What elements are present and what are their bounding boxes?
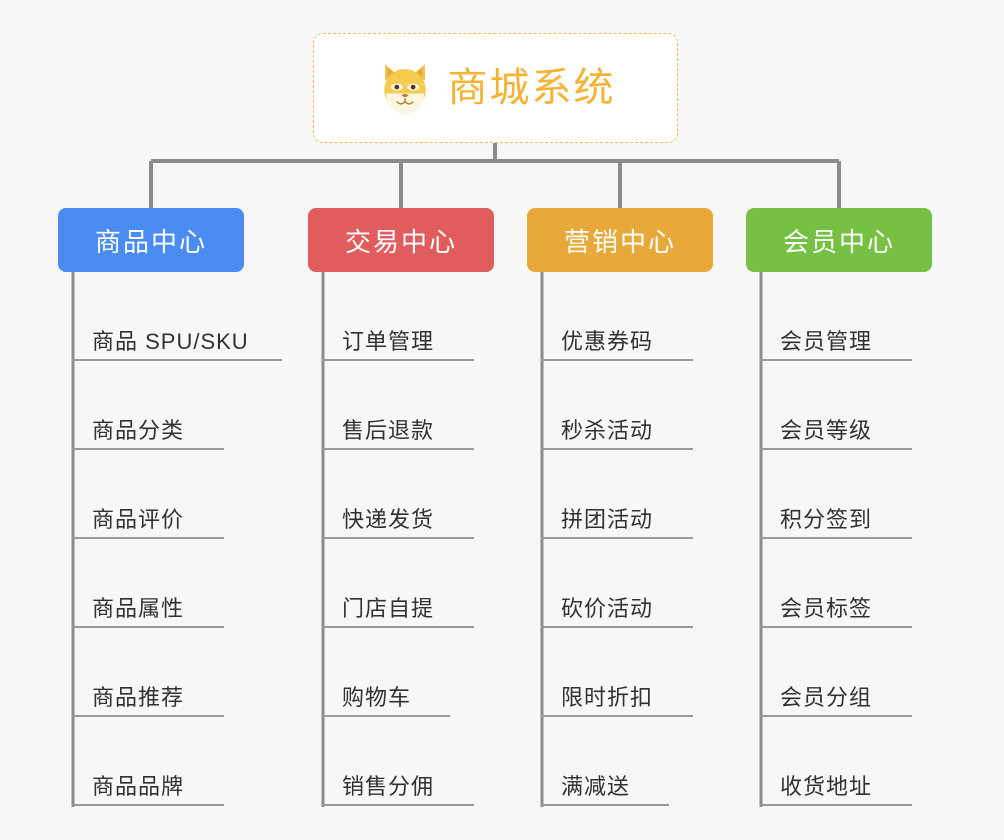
leaf-underline — [541, 537, 693, 539]
column-trade-center: 交易中心订单管理售后退款快递发货门店自提购物车销售分佣 — [308, 208, 494, 806]
leaf-label: 会员管理 — [780, 329, 873, 354]
leaf-label: 商品 SPU/SKU — [92, 329, 249, 354]
leaf-label: 拼团活动 — [561, 507, 654, 532]
leaf-underline — [541, 626, 693, 628]
leaf-underline — [72, 626, 224, 628]
leaf-label: 积分签到 — [780, 507, 873, 532]
leaf-item[interactable]: 商品评价 — [58, 450, 244, 539]
leaf-item[interactable]: 商品品牌 — [58, 717, 244, 806]
leaf-item[interactable]: 积分签到 — [746, 450, 932, 539]
leaf-label: 快递发货 — [342, 507, 435, 532]
leaf-label: 销售分佣 — [342, 774, 435, 799]
leaf-underline — [72, 715, 224, 717]
leaf-list-trade-center: 订单管理售后退款快递发货门店自提购物车销售分佣 — [308, 272, 494, 806]
leaf-label: 秒杀活动 — [561, 418, 654, 443]
leaf-item[interactable]: 会员标签 — [746, 539, 932, 628]
leaf-item[interactable]: 收货地址 — [746, 717, 932, 806]
leaf-label: 商品品牌 — [92, 774, 185, 799]
leaf-item[interactable]: 秒杀活动 — [527, 361, 713, 450]
category-box-trade-center[interactable]: 交易中心 — [308, 208, 494, 272]
leaf-item[interactable]: 优惠券码 — [527, 272, 713, 361]
column-marketing-center: 营销中心优惠券码秒杀活动拼团活动砍价活动限时折扣满减送 — [527, 208, 713, 806]
leaf-underline — [760, 359, 912, 361]
leaf-label: 商品属性 — [92, 596, 185, 621]
leaf-item[interactable]: 门店自提 — [308, 539, 494, 628]
leaf-label: 会员等级 — [780, 418, 873, 443]
category-label: 交易中心 — [344, 226, 457, 257]
leaf-underline — [72, 448, 224, 450]
leaf-label: 门店自提 — [342, 596, 435, 621]
leaf-item[interactable]: 会员等级 — [746, 361, 932, 450]
leaf-underline — [760, 626, 912, 628]
leaf-underline — [541, 804, 669, 806]
leaf-list-member-center: 会员管理会员等级积分签到会员标签会员分组收货地址 — [746, 272, 932, 806]
leaf-label: 收货地址 — [780, 774, 873, 799]
leaf-underline — [541, 715, 693, 717]
leaf-underline — [72, 804, 224, 806]
column-product-center: 商品中心商品 SPU/SKU 商品分类商品评价商品属性商品推荐商品品牌 — [58, 208, 282, 806]
leaf-list-product-center: 商品 SPU/SKU 商品分类商品评价商品属性商品推荐商品品牌 — [58, 272, 282, 806]
category-label: 商品中心 — [94, 226, 207, 257]
leaf-item[interactable]: 订单管理 — [308, 272, 494, 361]
category-label: 营销中心 — [563, 226, 676, 257]
leaf-item[interactable]: 商品 SPU/SKU — [58, 272, 282, 361]
category-label: 会员中心 — [782, 226, 895, 257]
leaf-underline — [322, 537, 474, 539]
leaf-label: 满减送 — [561, 774, 631, 799]
leaf-item[interactable]: 会员管理 — [746, 272, 932, 361]
leaf-label: 会员分组 — [780, 685, 873, 710]
leaf-label: 限时折扣 — [561, 685, 654, 710]
leaf-label: 商品分类 — [92, 418, 185, 443]
leaf-label: 优惠券码 — [561, 329, 654, 354]
category-box-product-center[interactable]: 商品中心 — [58, 208, 244, 272]
leaf-item[interactable]: 商品属性 — [58, 539, 244, 628]
leaf-item[interactable]: 砍价活动 — [527, 539, 713, 628]
leaf-label: 砍价活动 — [561, 596, 654, 621]
leaf-underline — [760, 804, 912, 806]
root-node-mall-system[interactable]: 商城系统 — [313, 33, 678, 143]
leaf-label: 会员标签 — [780, 596, 873, 621]
leaf-label: 商品推荐 — [92, 685, 185, 710]
leaf-underline — [760, 715, 912, 717]
leaf-label: 售后退款 — [342, 418, 435, 443]
leaf-item[interactable]: 满减送 — [527, 717, 713, 806]
leaf-item[interactable]: 会员分组 — [746, 628, 932, 717]
leaf-underline — [72, 359, 282, 361]
leaf-underline — [760, 537, 912, 539]
leaf-underline — [322, 715, 450, 717]
leaf-underline — [541, 359, 693, 361]
leaf-underline — [72, 537, 224, 539]
category-box-member-center[interactable]: 会员中心 — [746, 208, 932, 272]
leaf-label: 商品评价 — [92, 507, 185, 532]
leaf-label: 订单管理 — [342, 329, 435, 354]
leaf-item[interactable]: 购物车 — [308, 628, 494, 717]
leaf-underline — [760, 448, 912, 450]
leaf-underline — [322, 804, 474, 806]
root-title: 商城系统 — [447, 66, 616, 110]
category-box-marketing-center[interactable]: 营销中心 — [527, 208, 713, 272]
leaf-item[interactable]: 商品分类 — [58, 361, 244, 450]
leaf-item[interactable]: 限时折扣 — [527, 628, 713, 717]
column-member-center: 会员中心会员管理会员等级积分签到会员标签会员分组收货地址 — [746, 208, 932, 806]
leaf-underline — [322, 359, 474, 361]
leaf-underline — [322, 448, 474, 450]
shiba-dog-face-icon — [383, 64, 426, 115]
leaf-underline — [322, 626, 474, 628]
leaf-label: 购物车 — [342, 685, 412, 710]
leaf-item[interactable]: 拼团活动 — [527, 450, 713, 539]
leaf-underline — [541, 448, 693, 450]
leaf-list-marketing-center: 优惠券码秒杀活动拼团活动砍价活动限时折扣满减送 — [527, 272, 713, 806]
leaf-item[interactable]: 售后退款 — [308, 361, 494, 450]
leaf-item[interactable]: 快递发货 — [308, 450, 494, 539]
leaf-item[interactable]: 销售分佣 — [308, 717, 494, 806]
leaf-item[interactable]: 商品推荐 — [58, 628, 244, 717]
